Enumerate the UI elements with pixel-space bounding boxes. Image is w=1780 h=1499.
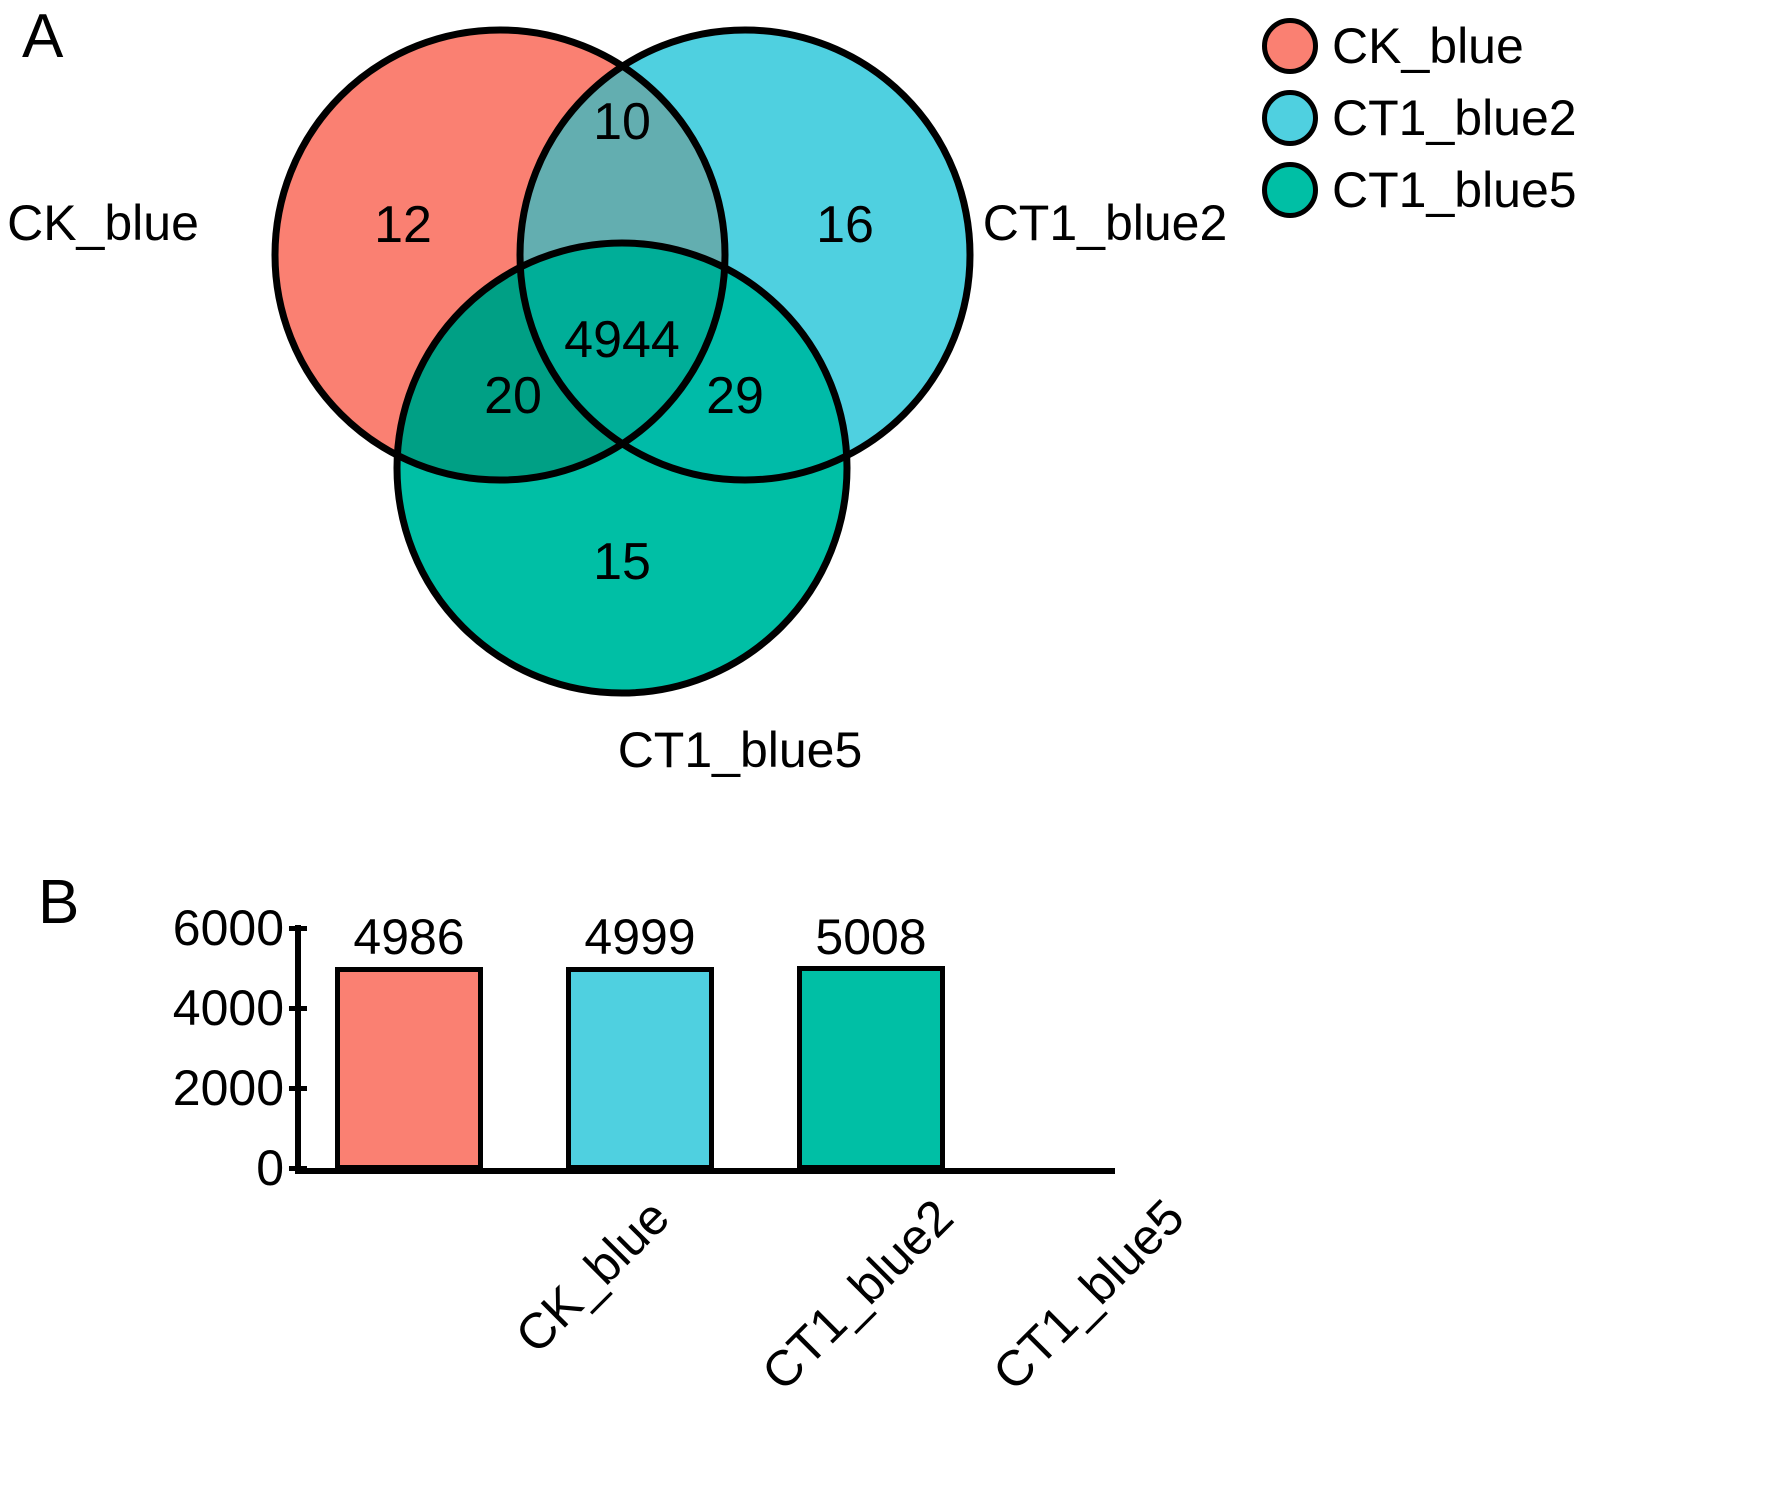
venn-count-ck-only: 12 [374,196,432,254]
x-category-label-ct1-blue2: CT1_blue2 [751,1188,964,1402]
venn-diagram [271,26,974,697]
y-axis-labels: 6000 4000 2000 0 [150,890,284,1196]
venn-count-ck-ct1blue5: 20 [484,367,542,425]
legend-swatch-ck-blue-icon [1262,18,1318,74]
y-tick-label-0: 0 [256,1140,284,1196]
legend-item-ct1-blue5: CT1_blue5 [1262,154,1772,226]
bar-value-ck-blue: 4986 [353,909,465,965]
bar-value-ct1-blue5: 5008 [815,909,927,965]
venn-outline-ct1-blue5 [393,239,851,697]
y-tick-label-2000: 2000 [172,1060,284,1116]
venn-count-ct1blue2-ct1blue5: 29 [706,367,764,425]
bar-ct1-blue5[interactable] [797,966,945,1170]
legend: CK_blue CT1_blue2 CT1_blue5 [1262,10,1772,226]
legend-label-ct1-blue2: CT1_blue2 [1332,90,1577,146]
x-category-label-ct1-blue5: CT1_blue5 [982,1188,1195,1402]
venn-count-ct1blue5-only: 15 [593,533,651,591]
legend-label-ct1-blue5: CT1_blue5 [1332,162,1577,218]
panel-b-barchart: B 6000 4000 2000 0 4986 4999 [0,830,1780,1499]
venn-set-label-ck-blue: CK_blue [7,195,199,251]
x-axis-line [295,1168,1115,1174]
bar-ck-blue[interactable] [335,967,483,1170]
plot-region: 4986 4999 5008 [301,912,1121,1170]
venn-outline-ck-blue [271,26,729,484]
bar-value-ct1-blue2: 4999 [584,909,696,965]
venn-set-label-ct1-blue2: CT1_blue2 [982,195,1228,251]
venn-overlap-all-three [520,243,725,480]
venn-count-ck-ct1blue2: 10 [593,93,651,151]
y-tick-label-4000: 4000 [172,980,284,1036]
panel-b-label: B [38,868,80,937]
bar-chart: 6000 4000 2000 0 4986 4999 5008 [150,890,1195,1401]
legend-item-ck-blue: CK_blue [1262,10,1772,82]
panel-a-label: A [22,2,64,71]
x-category-label-ck-blue: CK_blue [504,1188,680,1364]
panel-a-venn: A [7,2,1772,778]
legend-label-ck-blue: CK_blue [1332,18,1524,74]
venn-count-ct1blue2-only: 16 [816,196,874,254]
venn-set-label-ct1-blue5: CT1_blue5 [617,722,863,778]
legend-swatch-ct1-blue5-icon [1262,162,1318,218]
legend-swatch-ct1-blue2-icon [1262,90,1318,146]
y-tick-label-6000: 6000 [172,900,284,956]
y-axis-line [295,925,301,1170]
legend-item-ct1-blue2: CT1_blue2 [1262,82,1772,154]
venn-outline-ct1-blue2 [516,26,974,484]
venn-count-all-three: 4944 [564,311,680,369]
bar-ct1-blue2[interactable] [566,966,714,1170]
